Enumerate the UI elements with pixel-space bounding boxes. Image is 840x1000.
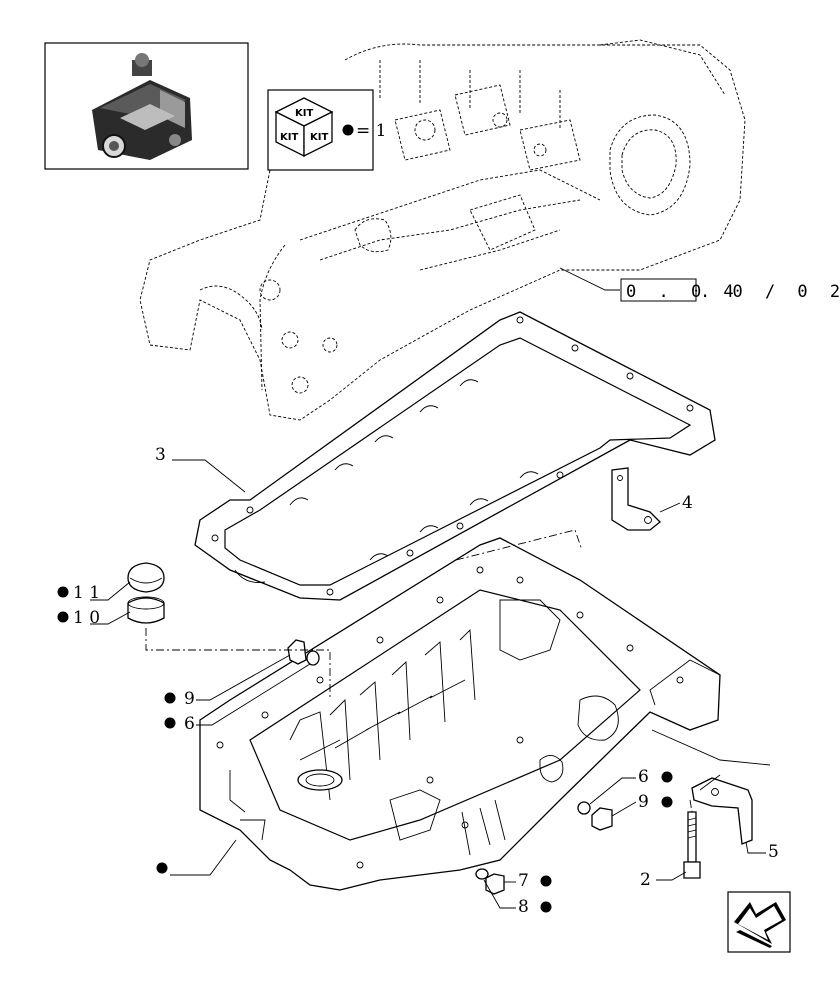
bullet-icon (540, 901, 552, 913)
kit-cube-icon: KIT KIT KIT (274, 97, 334, 158)
bullet-icon (164, 692, 176, 704)
reference-boxed: 0 . 0 4 (626, 282, 740, 302)
washer-part-6-left (306, 650, 320, 666)
callout-9-left: 9 (184, 689, 195, 709)
back-navigation-button[interactable] (727, 891, 791, 953)
arrow-back-icon (734, 902, 786, 948)
bush-part-10 (127, 596, 165, 624)
kit-legend-box: KIT KIT KIT = 1 (267, 89, 386, 171)
engine-icon (92, 53, 192, 160)
cap-part-11 (127, 562, 165, 593)
bullet-icon (57, 586, 69, 598)
kit-top-label: KIT (295, 108, 313, 119)
bullet-icon (661, 771, 673, 783)
bullet-icon (540, 875, 552, 887)
kit-bullet-icon (342, 124, 354, 136)
engine-block-outline (139, 39, 746, 421)
washer-part-7 (475, 868, 489, 880)
callout-4: 4 (682, 493, 693, 513)
bracket-part-4 (611, 467, 661, 531)
callout-10: 1 0 (73, 608, 100, 628)
washer-part-6-right (577, 801, 591, 815)
callout-7: 7 (518, 871, 529, 891)
bullet-icon (661, 796, 673, 808)
plug-part-9-left (287, 639, 307, 665)
plug-part-9-right (591, 807, 613, 831)
plug-part-8 (485, 873, 505, 895)
reference-suffix: . 0 / 0 2 (700, 282, 840, 302)
callouts: 3 4 1 1 1 0 9 6 6 9 5 2 7 (57, 445, 779, 917)
oil-pan (199, 537, 721, 891)
callout-6-right: 6 (638, 767, 649, 787)
bolt-part-2 (683, 811, 701, 879)
callout-6-left: 6 (184, 714, 195, 734)
assembly-lines (145, 529, 771, 813)
callout-9-right: 9 (638, 792, 649, 812)
kit-right-label: KIT (310, 132, 328, 143)
callout-3: 3 (155, 445, 166, 465)
reference-label: 0 . 0 4 . 0 / 0 2 (620, 278, 840, 302)
callout-5: 5 (768, 842, 779, 862)
callout-11: 1 1 (73, 583, 100, 603)
bullet-icon (164, 717, 176, 729)
bracket-part-5 (691, 777, 753, 845)
callout-8: 8 (518, 897, 529, 917)
bullet-icon (156, 862, 168, 874)
oil-pan-gasket (194, 311, 716, 601)
engine-thumbnail (44, 42, 249, 170)
bullet-icon (57, 611, 69, 623)
reference-leader (559, 267, 620, 291)
kit-left-label: KIT (280, 132, 298, 143)
callout-2: 2 (640, 870, 651, 890)
kit-legend-text: = 1 (356, 121, 386, 141)
